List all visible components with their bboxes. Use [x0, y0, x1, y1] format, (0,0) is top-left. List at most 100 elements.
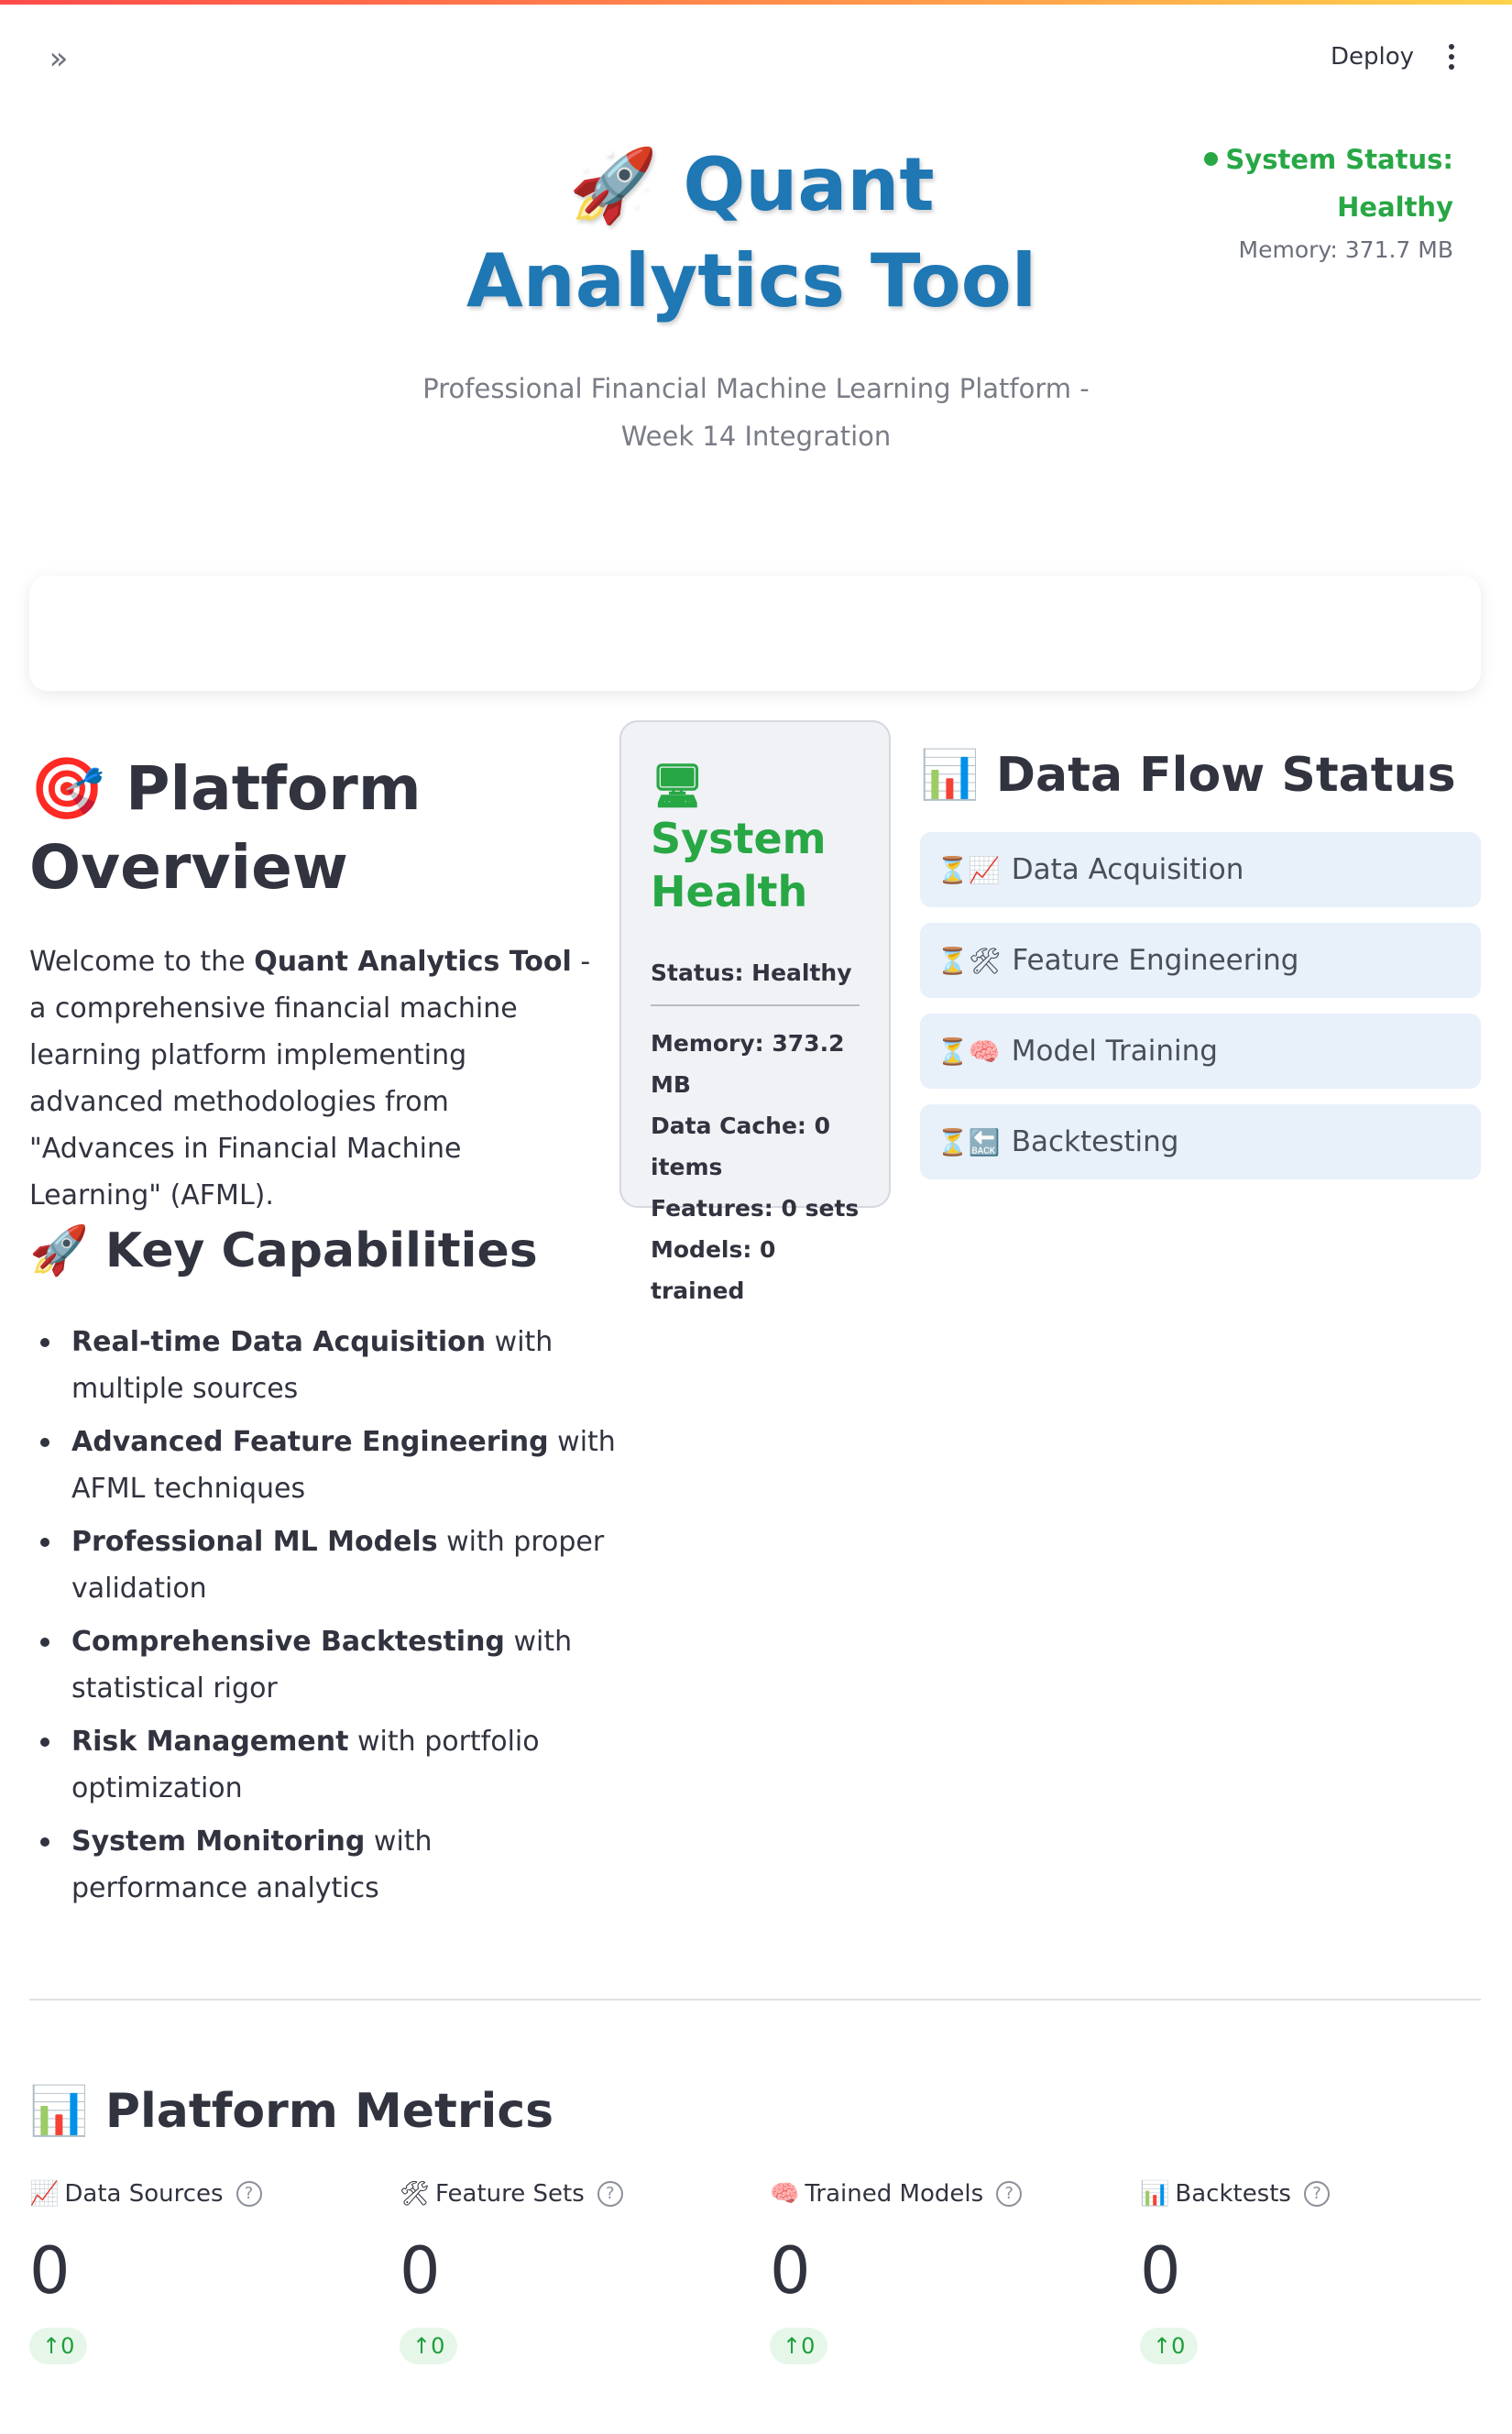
- list-item: System Monitoring with performance analy…: [29, 1818, 616, 1912]
- tools-icon: 🛠: [400, 2180, 431, 2208]
- platform-metrics-heading-text: Platform Metrics: [104, 2084, 554, 2139]
- metric-trained-models: 🧠 Trained Models ? 0 ↑ 0: [770, 2172, 1118, 2364]
- capability-detail: with portfolio optimization: [71, 1726, 540, 1804]
- capability-detail: with multiple sources: [71, 1326, 553, 1405]
- metric-delta: ↑ 0: [400, 2328, 458, 2364]
- capability-detail: with AFML techniques: [71, 1426, 616, 1505]
- metric-delta-value: 0: [60, 2333, 75, 2359]
- page-title: 🚀 Quant Analytics Tool: [385, 137, 1118, 329]
- capability-detail: with statistical rigor: [71, 1626, 573, 1705]
- metric-label: 📊 Backtests ?: [1140, 2172, 1488, 2216]
- health-data-cache: Data Cache: 0 items: [651, 1113, 831, 1180]
- metric-data-sources: 📈 Data Sources ? 0 ↑ 0: [29, 2172, 378, 2364]
- system-status: System Status: Healthy: [1191, 136, 1453, 231]
- metric-value: 0: [400, 2233, 441, 2308]
- flow-item-feature-engineering: ⏳🛠 Feature Engineering: [920, 923, 1481, 998]
- metric-label: 📈 Data Sources ?: [29, 2172, 378, 2216]
- target-icon: 🎯: [29, 753, 105, 824]
- main-menu-icon[interactable]: [1433, 37, 1470, 77]
- intro-suffix: - a comprehensive financial machine lear…: [29, 946, 591, 1212]
- metric-value: 0: [1140, 2233, 1181, 2308]
- metric-label-text: Feature Sets: [435, 2180, 585, 2208]
- bar-chart-icon: 📊: [29, 2084, 89, 2139]
- platform-overview-intro: Welcome to the Quant Analytics Tool - a …: [29, 938, 597, 1219]
- hourglass-tools-icon: ⏳🛠: [937, 945, 1002, 976]
- data-flow-heading: 📊 Data Flow Status: [920, 739, 1481, 812]
- menu-dot: [1449, 54, 1454, 60]
- metric-delta: ↑ 0: [1140, 2328, 1199, 2364]
- page-title-text: Quant Analytics Tool: [466, 142, 1037, 323]
- help-icon[interactable]: ?: [996, 2181, 1023, 2207]
- rocket-icon: 🚀: [568, 145, 658, 227]
- capability-name: System Monitoring: [71, 1826, 366, 1858]
- help-icon[interactable]: ?: [236, 2181, 262, 2207]
- metric-label: 🧠 Trained Models ?: [770, 2172, 1118, 2216]
- metric-delta: ↑ 0: [770, 2328, 828, 2364]
- empty-card: [29, 576, 1481, 691]
- help-icon[interactable]: ?: [1303, 2181, 1330, 2207]
- flow-item-label: Backtesting: [1011, 1125, 1179, 1158]
- capability-name: Professional ML Models: [71, 1526, 438, 1558]
- metric-delta-value: 0: [1171, 2333, 1186, 2359]
- top-decoration-bar: [0, 0, 1512, 5]
- system-status-panel: System Status: Healthy Memory: 371.7 MB: [1191, 136, 1453, 269]
- metric-label: 🛠 Feature Sets ?: [400, 2172, 748, 2216]
- key-capabilities-heading: 🚀 Key Capabilities: [29, 1214, 616, 1288]
- health-features: Features: 0 sets: [651, 1195, 860, 1222]
- hourglass-back-icon: ⏳🔙: [937, 1126, 1001, 1157]
- metric-label-text: Trained Models: [805, 2180, 984, 2208]
- divider: [651, 1004, 860, 1006]
- system-health-card: 🖥 System Health Status: Healthy Memory: …: [619, 720, 891, 1304]
- brain-icon: 🧠: [770, 2180, 800, 2208]
- capability-name: Real-time Data Acquisition: [71, 1326, 487, 1358]
- bar-chart-icon: 📊: [920, 748, 980, 803]
- page-subtitle: Professional Financial Machine Learning …: [422, 373, 1090, 452]
- intro-prefix: Welcome to the: [29, 946, 255, 978]
- health-status: Status: Healthy: [651, 959, 852, 986]
- flow-item-label: Feature Engineering: [1012, 944, 1299, 977]
- metric-label-text: Backtests: [1175, 2180, 1291, 2208]
- hourglass-brain-icon: ⏳🧠: [937, 1036, 1001, 1067]
- platform-overview-heading-text: Platform Overview: [29, 753, 422, 903]
- metric-backtests: 📊 Backtests ? 0 ↑ 0: [1140, 2172, 1488, 2364]
- data-flow-heading-text: Data Flow Status: [995, 748, 1456, 803]
- flow-item-data-acquisition: ⏳📈 Data Acquisition: [920, 832, 1481, 907]
- system-health-heading-text: System Health: [651, 814, 827, 916]
- monitor-icon: 🖥: [651, 761, 705, 810]
- system-status-text: System Status: Healthy: [1225, 144, 1453, 223]
- capability-name: Risk Management: [71, 1726, 349, 1758]
- metric-feature-sets: 🛠 Feature Sets ? 0 ↑ 0: [400, 2172, 748, 2364]
- list-item: Advanced Feature Engineering with AFML t…: [29, 1419, 616, 1512]
- metric-value: 0: [770, 2233, 811, 2308]
- metric-delta: ↑ 0: [29, 2328, 88, 2364]
- deploy-button[interactable]: Deploy: [1331, 43, 1415, 71]
- hourglass-chart-icon: ⏳📈: [937, 854, 1001, 885]
- capability-name: Comprehensive Backtesting: [71, 1626, 505, 1658]
- list-item: Professional ML Models with proper valid…: [29, 1519, 616, 1612]
- key-capabilities-heading-text: Key Capabilities: [104, 1223, 538, 1278]
- flow-item-label: Model Training: [1011, 1035, 1218, 1068]
- menu-dot: [1449, 64, 1454, 70]
- section-divider: [29, 1999, 1481, 2001]
- metric-value: 0: [29, 2233, 71, 2308]
- flow-item-backtesting: ⏳🔙 Backtesting: [920, 1104, 1481, 1179]
- metric-label-text: Data Sources: [64, 2180, 224, 2208]
- key-capabilities-section: 🚀 Key Capabilities Real-time Data Acquis…: [29, 1214, 616, 1918]
- capability-name: Advanced Feature Engineering: [71, 1426, 549, 1458]
- data-flow-status-section: 📊 Data Flow Status ⏳📈 Data Acquisition ⏳…: [920, 739, 1481, 1195]
- health-models: Models: 0 trained: [651, 1236, 776, 1304]
- capability-detail: with performance analytics: [71, 1826, 433, 1904]
- list-item: Real-time Data Acquisition with multiple…: [29, 1319, 616, 1412]
- flow-item-label: Data Acquisition: [1011, 853, 1244, 886]
- bar-chart-icon: 📊: [1140, 2180, 1170, 2208]
- status-dot-icon: [1204, 152, 1219, 166]
- expand-sidebar-icon[interactable]: »: [49, 40, 69, 77]
- platform-overview-section: 🎯 Platform Overview Welcome to the Quant…: [29, 750, 597, 1219]
- intro-bold: Quant Analytics Tool: [254, 946, 572, 978]
- help-icon[interactable]: ?: [597, 2181, 623, 2207]
- platform-overview-heading: 🎯 Platform Overview: [29, 750, 597, 907]
- list-item: Comprehensive Backtesting with statistic…: [29, 1618, 616, 1712]
- metric-delta-value: 0: [801, 2333, 816, 2359]
- data-flow-list: ⏳📈 Data Acquisition ⏳🛠 Feature Engineeri…: [920, 832, 1481, 1179]
- flow-item-model-training: ⏳🧠 Model Training: [920, 1014, 1481, 1089]
